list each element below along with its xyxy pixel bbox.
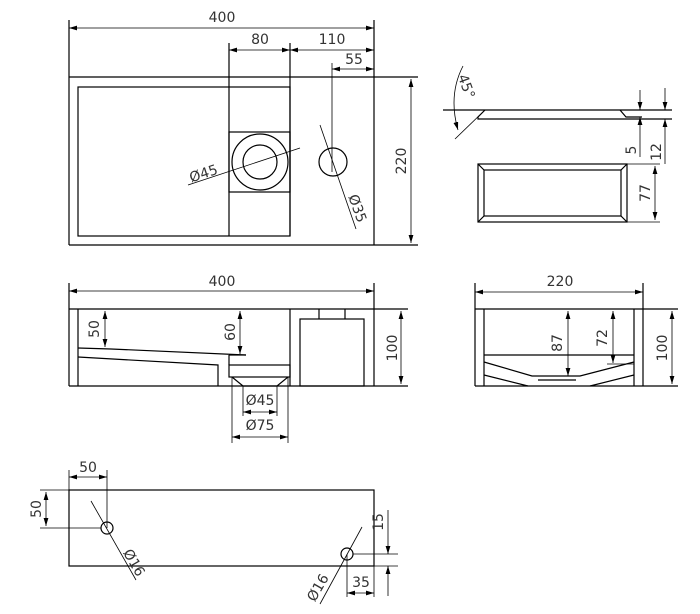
dim-drain-outer: Ø75 — [246, 418, 275, 434]
dim-thickness-a: 5 — [624, 146, 640, 155]
tap-hole — [318, 147, 348, 177]
profile-view: 45° 5 12 77 — [443, 65, 672, 223]
dim-side-width: 400 — [209, 274, 236, 290]
drain-outer-circle — [231, 133, 289, 191]
dim-profile-height: 77 — [638, 184, 654, 202]
dim-drain-inner: Ø45 — [246, 393, 275, 409]
bottom-view: 50 50 Ø16 Ø16 15 35 — [29, 460, 398, 604]
dim-hole2-y: 15 — [371, 513, 387, 531]
dim-tap-dia: Ø35 — [344, 192, 369, 225]
dim-drain-depth-end: 72 — [595, 329, 611, 347]
dim-drain-depth: 60 — [223, 323, 239, 341]
dim-hole1-x: 50 — [79, 460, 97, 476]
dim-hole1-y: 50 — [29, 500, 45, 518]
dim-depth: 220 — [394, 148, 410, 175]
dim-hole1-dia: Ø16 — [119, 547, 147, 580]
dim-drain-dia: Ø45 — [188, 162, 220, 186]
dim-left-depth: 50 — [87, 320, 103, 338]
dim-top-width: 400 — [209, 10, 236, 26]
dim-end-width: 220 — [547, 274, 574, 290]
dim-end-height: 100 — [655, 335, 671, 362]
dim-tap-center: 55 — [345, 52, 363, 68]
dim-inner-depth: 87 — [550, 334, 566, 352]
end-view: 220 87 72 100 — [474, 274, 678, 387]
dim-tap-offset: 110 — [319, 32, 346, 48]
dim-thickness-b: 12 — [649, 143, 665, 161]
side-view: 400 100 50 60 Ø45 Ø75 — [68, 274, 408, 443]
dim-angle: 45° — [454, 72, 478, 101]
dim-hole2-x: 35 — [352, 575, 370, 591]
mounting-hole-1 — [100, 521, 114, 535]
dim-drain-box: 80 — [251, 32, 269, 48]
dim-side-height: 100 — [385, 335, 401, 362]
drain-inner-circle — [242, 144, 278, 180]
top-view: 400 80 110 55 220 Ø45 Ø35 — [68, 10, 418, 246]
